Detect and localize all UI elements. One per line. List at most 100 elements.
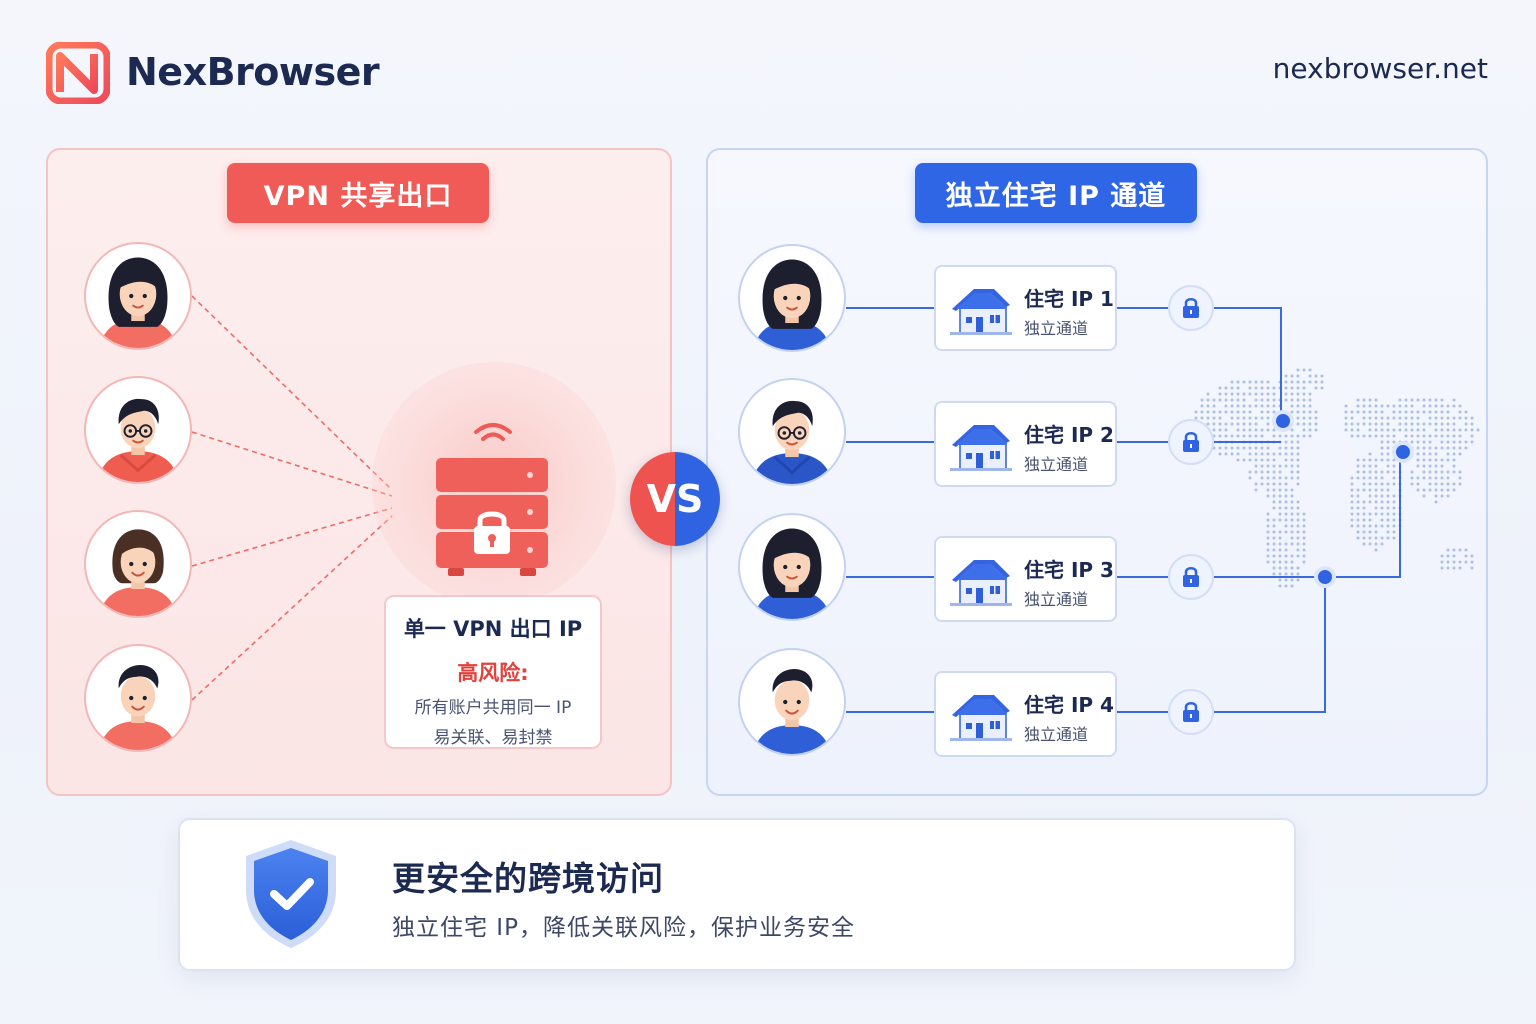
map-dot: [1296, 482, 1300, 486]
map-dot: [1224, 446, 1228, 450]
map-dot: [1266, 470, 1270, 474]
map-dot: [1428, 446, 1432, 450]
map-dot: [1350, 500, 1354, 504]
map-dot: [1302, 428, 1306, 432]
map-dot: [1212, 428, 1216, 432]
map-dot: [1380, 404, 1384, 408]
map-dot: [1290, 392, 1294, 396]
map-dot: [1254, 488, 1258, 492]
map-dot: [1452, 488, 1456, 492]
site-url[interactable]: nexbrowser.net: [1272, 52, 1488, 85]
map-dot: [1422, 458, 1426, 462]
map-dot: [1254, 440, 1258, 444]
map-dot: [1272, 548, 1276, 552]
map-dot: [1290, 572, 1294, 576]
map-dot: [1272, 476, 1276, 480]
map-dot: [1380, 482, 1384, 486]
map-dot: [1440, 464, 1444, 468]
map-dot: [1242, 422, 1246, 426]
map-dot: [1344, 404, 1348, 408]
map-dot: [1254, 380, 1258, 384]
map-dot: [1410, 434, 1414, 438]
map-dot: [1272, 506, 1276, 510]
map-dot: [1278, 422, 1282, 426]
map-dot: [1212, 410, 1216, 414]
map-dot: [1374, 530, 1378, 534]
map-dot: [1200, 410, 1204, 414]
map-dot: [1350, 524, 1354, 528]
map-dot: [1374, 500, 1378, 504]
map-dot: [1290, 470, 1294, 474]
map-dot: [1308, 392, 1312, 396]
map-dot: [1362, 530, 1366, 534]
map-dot: [1356, 428, 1360, 432]
map-dot: [1446, 458, 1450, 462]
map-dot: [1302, 422, 1306, 426]
map-dot: [1296, 416, 1300, 420]
map-dot: [1458, 440, 1462, 444]
map-dot: [1248, 458, 1252, 462]
map-dot: [1260, 458, 1264, 462]
ip-label: 住宅 IP 2: [1024, 423, 1114, 447]
map-dot: [1356, 530, 1360, 534]
map-dot: [1230, 380, 1234, 384]
map-dot: [1236, 404, 1240, 408]
map-dot: [1464, 416, 1468, 420]
map-dot: [1260, 392, 1264, 396]
map-dot: [1290, 566, 1294, 570]
map-dot: [1206, 392, 1210, 396]
map-dot: [1404, 398, 1408, 402]
map-dot: [1362, 476, 1366, 480]
vs-badge: VS: [630, 452, 720, 546]
risk-label: 高风险:: [457, 661, 529, 685]
map-dot: [1230, 410, 1234, 414]
map-dot: [1398, 470, 1402, 474]
map-dot: [1272, 470, 1276, 474]
map-dot: [1398, 416, 1402, 420]
map-dot: [1422, 434, 1426, 438]
map-dot: [1440, 422, 1444, 426]
map-dot: [1218, 386, 1222, 390]
map-dot: [1308, 428, 1312, 432]
map-dot: [1380, 416, 1384, 420]
map-dot: [1380, 494, 1384, 498]
map-dot: [1296, 380, 1300, 384]
map-dot: [1446, 482, 1450, 486]
map-dot: [1464, 446, 1468, 450]
map-dot: [1398, 398, 1402, 402]
map-dot: [1380, 542, 1384, 546]
map-dot: [1368, 542, 1372, 546]
map-dot: [1272, 422, 1276, 426]
map-dot: [1350, 416, 1354, 420]
ip-sublabel: 独立通道: [1024, 725, 1089, 744]
map-dot: [1290, 374, 1294, 378]
map-dot: [1350, 488, 1354, 492]
map-dot: [1296, 566, 1300, 570]
map-dot: [1278, 500, 1282, 504]
map-dot: [1290, 512, 1294, 516]
map-dot: [1314, 428, 1318, 432]
map-dot: [1410, 476, 1414, 480]
map-dot: [1440, 458, 1444, 462]
map-dot: [1380, 506, 1384, 510]
map-dot: [1368, 512, 1372, 516]
user-avatar: [738, 378, 846, 486]
ip-label: 住宅 IP 4: [1024, 693, 1114, 717]
map-dot: [1410, 398, 1414, 402]
map-dot: [1458, 410, 1462, 414]
map-dot: [1452, 434, 1456, 438]
map-dot: [1428, 422, 1432, 426]
map-dot: [1440, 554, 1444, 558]
map-dot: [1440, 410, 1444, 414]
map-dot: [1278, 560, 1282, 564]
map-dot: [1386, 500, 1390, 504]
map-dot: [1284, 566, 1288, 570]
map-dot: [1374, 488, 1378, 492]
map-dot: [1284, 524, 1288, 528]
map-dot: [1434, 452, 1438, 456]
wifi-icon: [474, 423, 512, 441]
map-dot: [1218, 416, 1222, 420]
map-dot: [1260, 476, 1264, 480]
map-dot: [1386, 434, 1390, 438]
map-dot: [1272, 488, 1276, 492]
